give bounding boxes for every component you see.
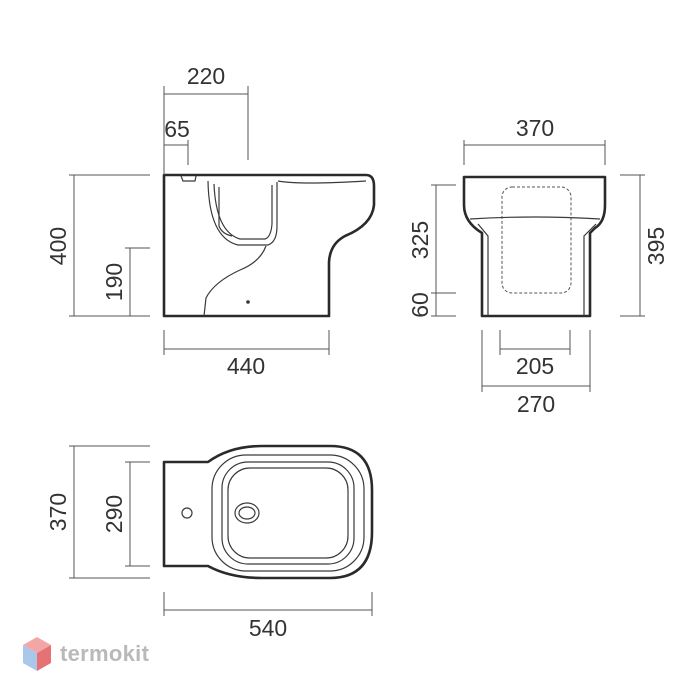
dim-label-270: 270 (517, 391, 555, 417)
side-rim-line (180, 175, 197, 182)
front-hidden-bowl (501, 186, 572, 294)
front-view-outline (462, 175, 607, 318)
dim-label-290: 290 (101, 495, 127, 533)
dim-label-190: 190 (101, 263, 127, 301)
side-rim-top (277, 180, 367, 184)
dim-label-60: 60 (407, 292, 433, 318)
dim-label-400: 400 (45, 227, 71, 265)
top-tap-hole (181, 507, 193, 519)
dim-label-65: 65 (164, 116, 190, 142)
dim-label-220: 220 (187, 63, 225, 89)
top-rim-inner (211, 454, 365, 572)
front-pedestal-right-line (583, 223, 597, 316)
side-trap-line-3 (218, 187, 233, 237)
side-view-outline (162, 173, 376, 318)
top-view-outline (162, 444, 374, 580)
side-fixing-dot (246, 300, 250, 304)
dim-label-540: 540 (249, 615, 287, 641)
side-view: 220 65 400 190 440 (45, 63, 376, 379)
top-bowl-inner (227, 467, 349, 559)
brand-name: termokit (60, 641, 150, 666)
dim-label-440: 440 (227, 353, 265, 379)
dim-label-370-top: 370 (45, 493, 71, 531)
top-bowl-outer (221, 461, 355, 565)
front-view: 370 325 60 395 205 270 (407, 115, 669, 417)
top-drain-inner (238, 506, 256, 520)
brand-logo: termokit (22, 634, 149, 674)
front-rim-line (469, 216, 601, 220)
top-view: 370 290 540 (45, 444, 374, 641)
front-pedestal-left-line (477, 223, 489, 316)
dim-label-370-front: 370 (516, 115, 554, 141)
top-drain-outer (234, 502, 260, 524)
side-trap-line-inner (213, 183, 273, 240)
side-waste-curve (203, 245, 267, 317)
dim-label-395: 395 (643, 227, 669, 265)
cube-logo-icon (23, 637, 51, 671)
side-trap-line-outer (207, 180, 278, 246)
dim-label-205: 205 (516, 353, 554, 379)
dim-label-325: 325 (407, 221, 433, 259)
